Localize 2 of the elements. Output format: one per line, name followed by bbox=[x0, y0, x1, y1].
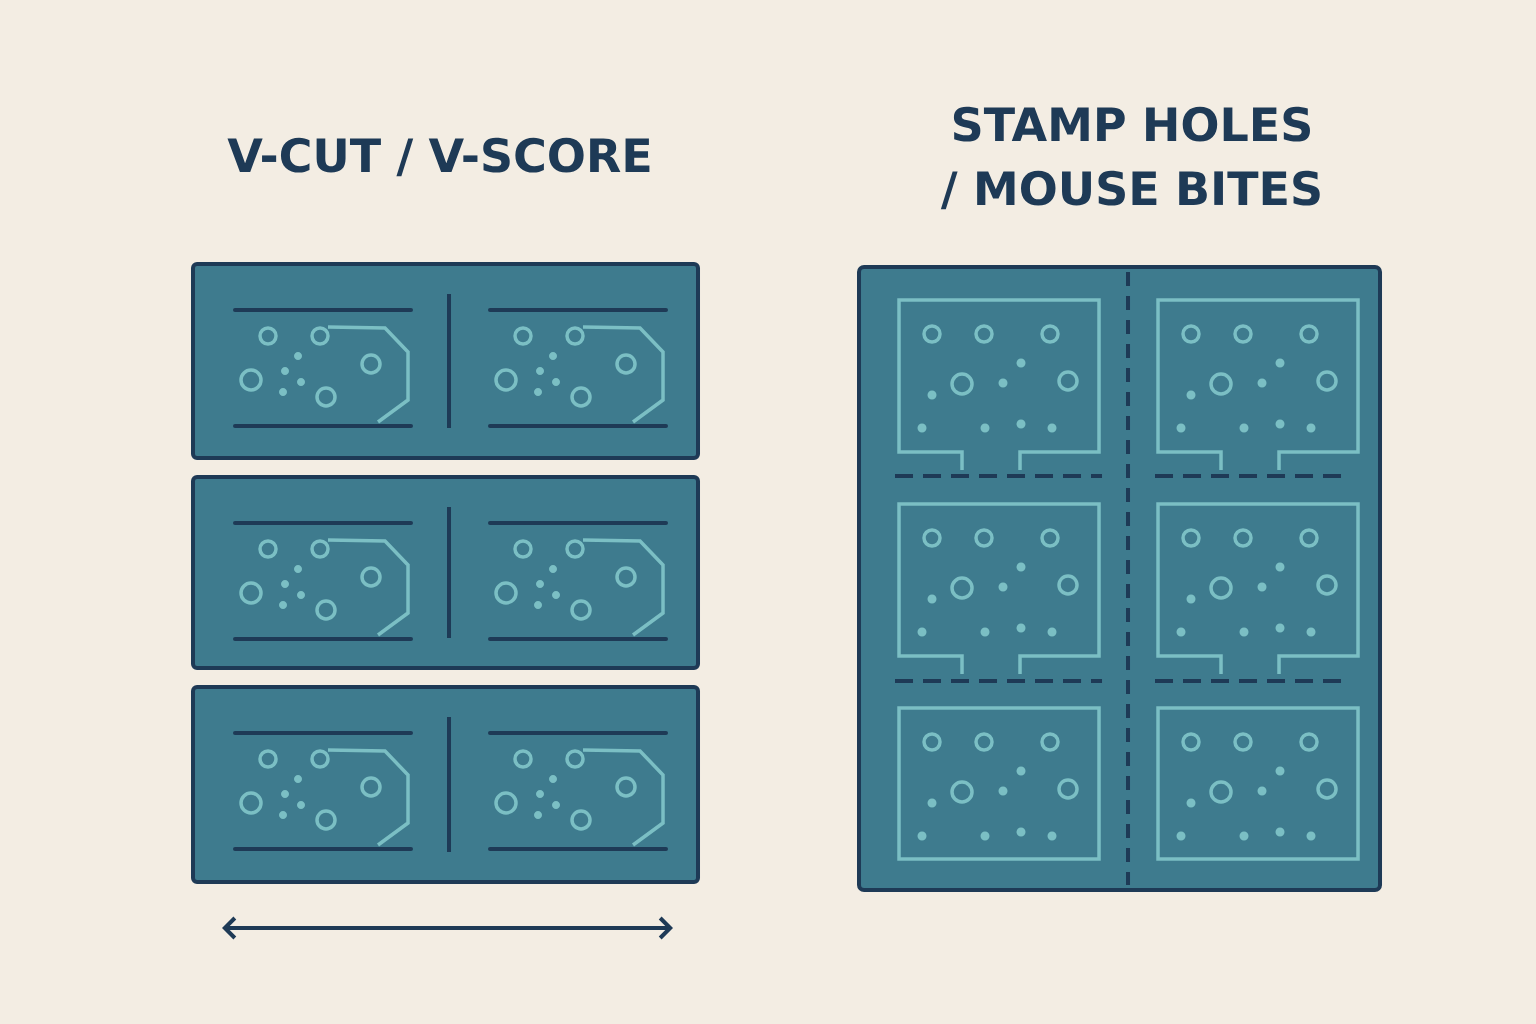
heading: STAMP HOLES / MOUSE BITES bbox=[940, 106, 1320, 210]
heading: V-CUT / V-SCORE bbox=[227, 137, 650, 177]
